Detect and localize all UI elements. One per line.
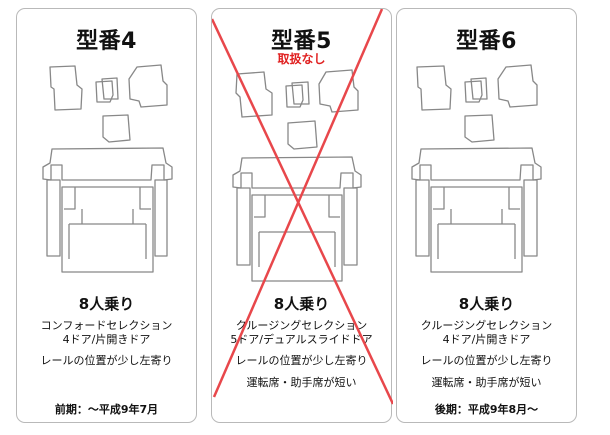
door-type: 4ドア/片開きドア [442,333,531,346]
feature-note: レールの位置が少し左寄り [420,354,553,367]
seat-count: 8人乗り [458,295,515,313]
feature-note: 運転席・助手席が短い [246,376,357,389]
card-title: 型番6 [456,29,517,54]
feature-note: レールの位置が少し左寄り [40,354,173,367]
floor-mat-layout [411,64,542,273]
seat-count: 8人乗り [78,295,135,313]
seat-count: 8人乗り [273,295,330,313]
floor-mat-layout [42,64,173,273]
mat-card-type4[interactable]: 型番4 8人乗り コンフォードセレクション 4ド [16,8,197,423]
door-type: 4ドア/片開きドア [62,333,151,346]
feature-note: 運転席・助手席が短い [431,376,542,389]
production-period: 後期：平成9年8月～ [434,403,539,416]
feature-note: レールの位置が少し左寄り [235,354,368,367]
card-title: 型番4 [76,29,137,54]
floor-mat-layout [232,69,362,282]
model-name: クルージングセレクション [235,319,368,332]
door-type: 5ドア/デュアルスライドドア [230,333,373,346]
mat-card-type5[interactable]: 型番5 取扱なし 8人乗り クルージングセレクション 5ドア/デュアルスライドド… [211,8,393,423]
mat-card-type6[interactable]: 型番6 8人乗り クルージングセレクション 4ドア/片開きドア レールの位置が少… [396,8,577,423]
model-name: クルージングセレクション [420,319,553,332]
model-name: コンフォードセレクション [40,319,173,332]
production-period: 前期：～平成9年7月 [54,403,159,416]
